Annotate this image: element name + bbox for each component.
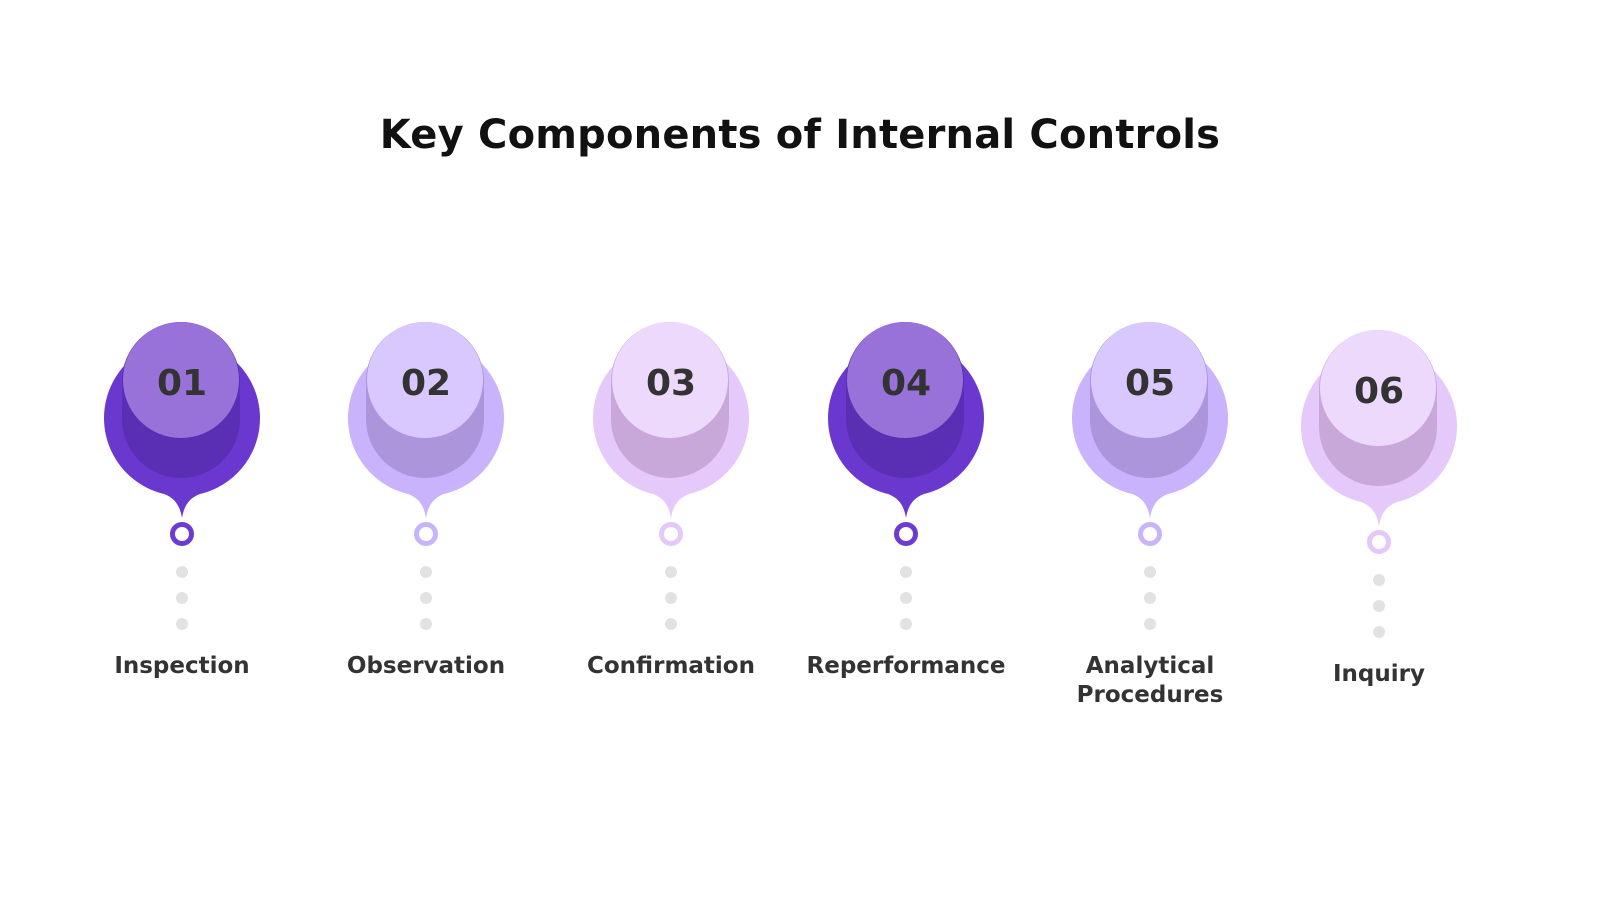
connector-dot xyxy=(900,592,912,604)
item-label: Inquiry xyxy=(1333,661,1425,687)
pin-top xyxy=(1091,322,1207,438)
connector-dot xyxy=(900,618,912,630)
connector-dot xyxy=(1373,626,1385,638)
connector-dot xyxy=(1373,574,1385,586)
connector-dot xyxy=(1144,618,1156,630)
item-number: 02 xyxy=(400,363,452,404)
pin-ring xyxy=(414,522,438,546)
pin-ring xyxy=(1138,522,1162,546)
pin-icon xyxy=(593,322,749,630)
connector-dot xyxy=(665,618,677,630)
item-label: Observation xyxy=(346,653,506,679)
item-number: 03 xyxy=(645,363,697,404)
connector-dot xyxy=(665,566,677,578)
pin-top xyxy=(123,322,239,438)
pin-icon xyxy=(1301,330,1457,638)
pin-icon xyxy=(828,322,984,630)
pin-ring xyxy=(659,522,683,546)
connector-dot xyxy=(420,566,432,578)
pin-ring xyxy=(1367,530,1391,554)
connector-dot xyxy=(420,618,432,630)
pin-ring xyxy=(170,522,194,546)
item-label: Confirmation xyxy=(587,653,755,679)
item-number: 05 xyxy=(1124,363,1176,404)
item-label: Analytical Procedures xyxy=(1076,653,1224,708)
connector-dot xyxy=(420,592,432,604)
pin-ring xyxy=(894,522,918,546)
connector-dot xyxy=(1144,566,1156,578)
connector-dot xyxy=(1373,600,1385,612)
item-number: 04 xyxy=(880,363,932,404)
page-title: Key Components of Internal Controls xyxy=(379,112,1221,158)
pin-icon xyxy=(103,322,260,630)
item-label: Reperformance xyxy=(806,653,1006,679)
connector-dot xyxy=(665,592,677,604)
connector-dot xyxy=(176,566,188,578)
pin-icon xyxy=(1072,322,1228,630)
item-number: 01 xyxy=(156,363,208,404)
connector-dot xyxy=(176,618,188,630)
pin-icon xyxy=(347,322,504,630)
item-number: 06 xyxy=(1353,371,1405,412)
pin-top xyxy=(847,322,963,438)
connector-dot xyxy=(176,592,188,604)
pin-top xyxy=(367,322,483,438)
pin-top xyxy=(1320,330,1436,446)
item-label: Inspection xyxy=(114,653,250,679)
connector-dot xyxy=(900,566,912,578)
pin-top xyxy=(612,322,728,438)
connector-dot xyxy=(1144,592,1156,604)
